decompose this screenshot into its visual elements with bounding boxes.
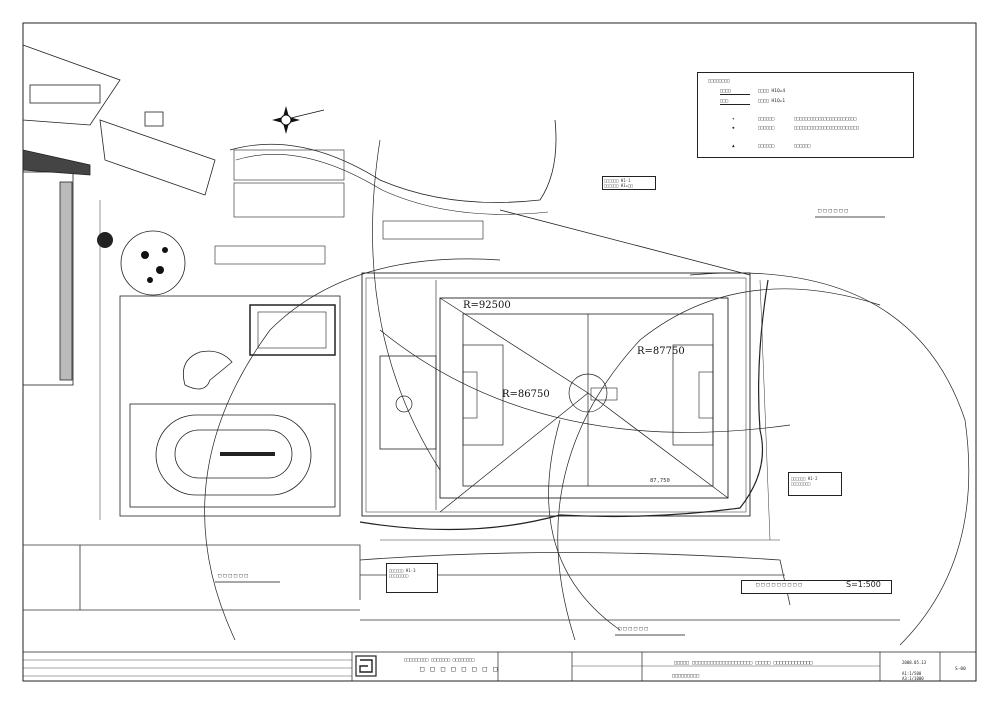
legend-row: □□□ □□□□ H1Q=1: [720, 99, 786, 105]
section-mark-label: □□□□□□: [218, 573, 250, 579]
central-block: [119, 295, 341, 517]
title-block: [23, 651, 976, 681]
callout-text: □□□□□□ H1-2 □□□□□□□□: [791, 476, 818, 486]
legend-row: ▲ □□□□□□ □□□□□□: [732, 144, 811, 149]
left-buildings: [22, 44, 216, 386]
callout-text: □□□□□□ H1-3 □□□□□□□□: [389, 568, 416, 578]
drawing-title: □□□□□ □□□□□□□□□□□□□□□□□□□□ □□□□□ □□□□□□□…: [674, 660, 813, 666]
scale-a: A1:1/500: [902, 671, 922, 676]
drawing-subtitle: □□□□□□□□□: [672, 673, 700, 679]
callout-box: [602, 176, 656, 190]
project-name-sub: □ □ □ □ □ □ □ □: [420, 665, 499, 673]
project-name: □□□□□□□□□ □□□□□□□ □□□□□□□□: [404, 658, 475, 663]
tree-row-marks: [99, 200, 780, 541]
section-mark-label: □□□□□□: [818, 208, 850, 214]
section-mark-label: □□□□□□: [618, 626, 650, 632]
callout-box: [788, 472, 842, 496]
legend-row: ✦ □□□□□□ □□□□□□□□□□□□□□□□□□□□□□□: [732, 117, 857, 122]
radius-label: R=92500: [463, 300, 511, 311]
legend-row: □□□□ □□□□ H1Q=4: [720, 89, 786, 95]
parking-rows: [214, 149, 484, 265]
site-boundary: [359, 279, 769, 531]
radius-label: R=87750: [637, 346, 685, 357]
radius-arcs: [204, 139, 970, 646]
lamp-icon: ✦: [732, 117, 735, 122]
north-arrow-icon: [272, 106, 325, 134]
upper-road: [229, 119, 557, 203]
scale-note-box: [741, 580, 892, 594]
legend: □□□□□□□□ □□□□ □□□□ H1Q=4 □□□ □□□□ H1Q=1 …: [697, 72, 914, 158]
drawing-date: 2008.05.13: [902, 660, 927, 665]
callout-box: [386, 563, 438, 593]
triangle-icon: ▲: [732, 144, 735, 149]
callout-text: □□□□□□ H1-1 □□□□□□ H1=□□: [604, 178, 633, 188]
field-dimension: 87,750: [650, 478, 670, 484]
pool: [249, 304, 336, 356]
light-icon: ✸: [732, 126, 735, 131]
sports-ground: [361, 272, 751, 517]
circular-garden: [97, 230, 186, 296]
scale-note: S=1:500: [846, 580, 881, 589]
scale-b: A3:1/1000: [902, 676, 924, 681]
play-area: [182, 350, 233, 390]
legend-row: ✸ □□□□□□ □□□□□□□□□□□□□□□□□□□□□□□□: [732, 126, 860, 131]
sheet-number: S-00: [955, 667, 966, 672]
small-oval-track: [129, 403, 336, 508]
scale-title: □□□□□□□□□: [756, 582, 804, 588]
section-cut-lines: [215, 216, 885, 636]
radius-label: R=86750: [502, 389, 550, 400]
legend-title: □□□□□□□□: [708, 79, 730, 84]
